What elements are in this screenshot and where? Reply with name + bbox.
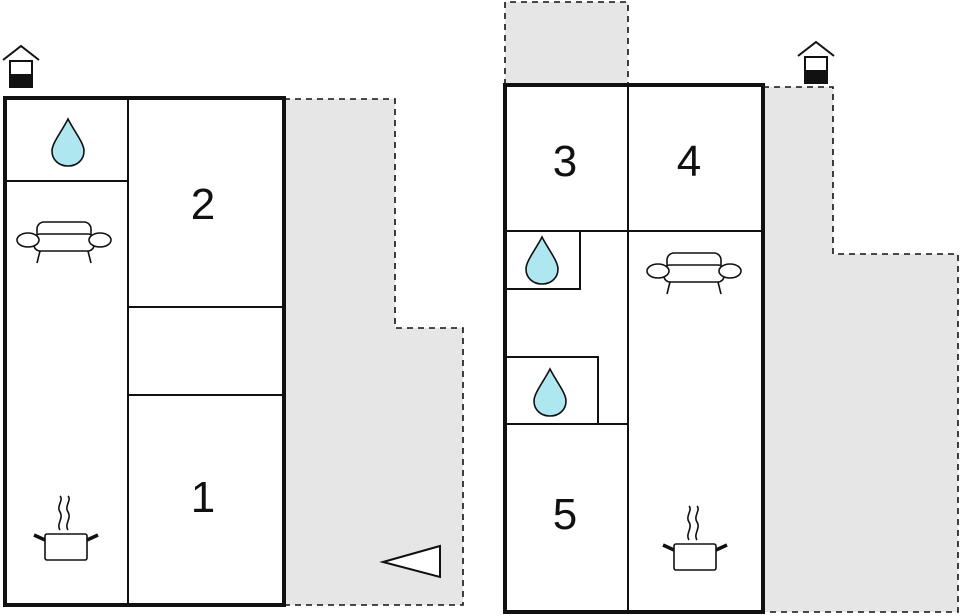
building-outline	[3, 96, 286, 607]
room-number: 4	[677, 137, 701, 186]
bathroom-wall	[505, 356, 599, 424]
house-entrance-icon	[797, 41, 835, 84]
building-outline	[503, 83, 765, 614]
room-number: 1	[191, 473, 215, 522]
bathroom-wall	[505, 231, 581, 290]
outdoor-balcony-top	[504, 1, 629, 85]
room-number: 2	[191, 180, 215, 229]
room-number: 5	[553, 490, 577, 539]
room-number: 3	[553, 137, 577, 186]
outdoor-terrace	[283, 98, 464, 606]
house-entrance-icon	[2, 45, 40, 88]
upper-floor-plan: 3 4 5	[503, 1, 959, 614]
ground-floor-plan: 2 1	[2, 45, 464, 607]
north-arrow-icon	[379, 544, 441, 579]
outdoor-terrace	[762, 86, 959, 613]
